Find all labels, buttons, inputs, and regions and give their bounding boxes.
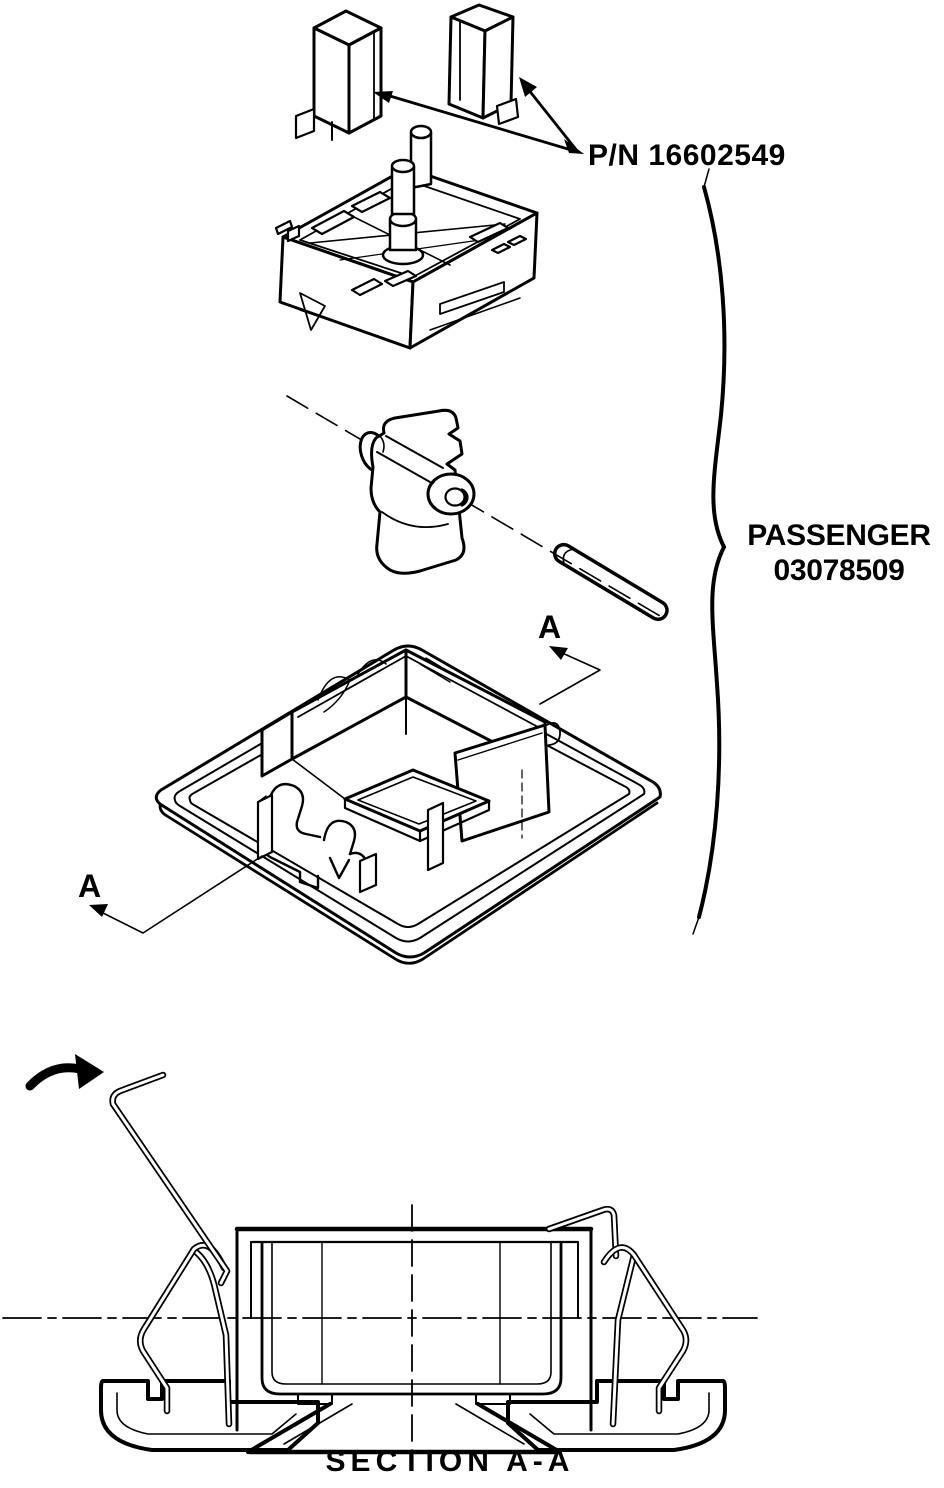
section-marker-top-label: A (538, 609, 561, 645)
tray-spring-clip (260, 782, 371, 890)
module-post (381, 158, 425, 266)
retainer-clip-left (294, 9, 383, 141)
section-cut-marker-top: A (538, 609, 601, 705)
callout-arrowhead-icon (373, 91, 393, 103)
housing-tray (154, 644, 662, 965)
pivot-pin (552, 542, 669, 622)
mounting-foot-right (506, 1379, 727, 1452)
assembly-number-label: 03078509 (773, 554, 904, 587)
assembly-name-label: PASSENGER (747, 519, 931, 552)
section-title-label: SECTION A-A (326, 1445, 575, 1478)
callout-leader-line (388, 94, 580, 154)
latch-lever (358, 408, 476, 575)
section-cut-line (98, 855, 263, 934)
section-arrowhead-icon (549, 646, 568, 660)
passenger-group: PASSENGER 03078509 (692, 168, 932, 935)
spring-clip-right (545, 1205, 690, 1428)
section-cut-marker-bottom: A (78, 855, 263, 934)
retainer-module (274, 124, 539, 350)
section-arrowhead-icon (89, 904, 108, 917)
release-wire-lever (109, 1071, 231, 1287)
part-number-label: P/N 16602549 (588, 139, 786, 172)
tray-pocket (343, 768, 491, 843)
rotation-arrow-icon (25, 1054, 104, 1091)
section-marker-bottom-label: A (78, 868, 101, 904)
mounting-foot-left (99, 1379, 320, 1452)
callout-arrowhead-icon (519, 77, 537, 97)
section-view: SECTION A-A (2, 1054, 758, 1478)
grouping-brace (697, 545, 726, 919)
callout-arrowhead-icon (564, 139, 584, 154)
part-number-callout: P/N 16602549 (373, 77, 786, 172)
grouping-brace (702, 185, 727, 549)
assembly-axis-centerline (286, 395, 661, 617)
latch-pivot-hole (444, 487, 466, 507)
callout-leader-line (522, 82, 580, 154)
section-cut-line (539, 651, 601, 705)
retainer-clip-right (447, 3, 520, 126)
